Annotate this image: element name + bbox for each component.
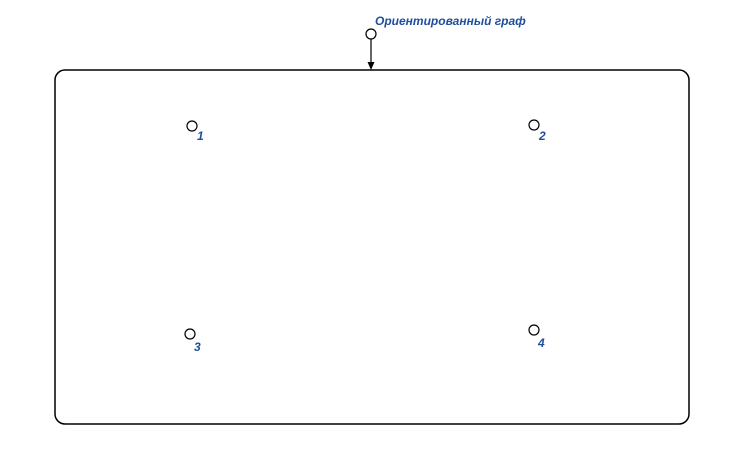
graph-node-3: 3 bbox=[184, 328, 201, 354]
graph-node-1: 1 bbox=[186, 120, 204, 143]
graph-node-2: 2 bbox=[528, 119, 546, 143]
node-1-label: 1 bbox=[197, 129, 204, 143]
graph-title: Ориентированный граф bbox=[375, 14, 526, 28]
graph-node-4: 4 bbox=[528, 324, 545, 350]
node-1-circle bbox=[186, 120, 198, 132]
graph-entry-circle bbox=[365, 28, 377, 40]
node-3-circle bbox=[184, 328, 196, 340]
node-4-label: 4 bbox=[537, 336, 545, 350]
entry-arrow-head bbox=[367, 62, 375, 70]
node-3-label: 3 bbox=[194, 340, 201, 354]
node-4-circle bbox=[528, 324, 540, 336]
node-2-circle bbox=[528, 119, 540, 131]
graph-frame bbox=[54, 69, 690, 425]
node-2-label: 2 bbox=[538, 129, 546, 143]
